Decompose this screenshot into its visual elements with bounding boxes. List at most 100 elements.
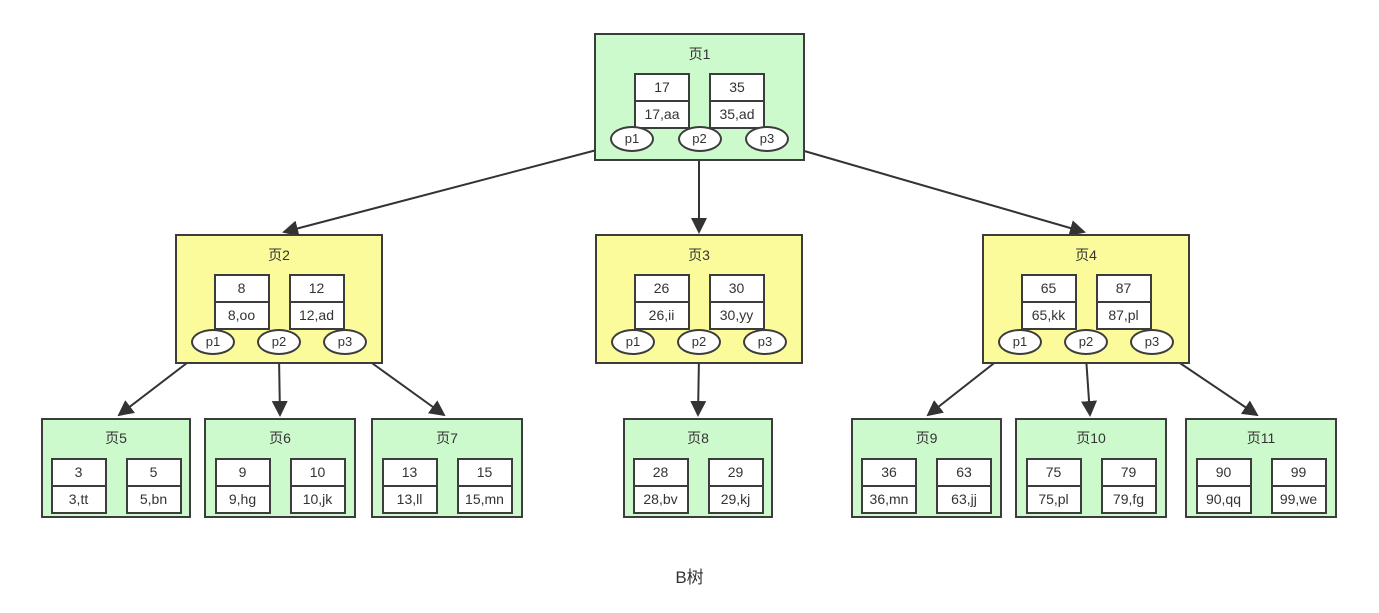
node-title: 页7 <box>436 430 458 446</box>
pointer-p3: p3 <box>1130 329 1174 355</box>
node-title: 页5 <box>105 430 127 446</box>
node-title: 页3 <box>688 247 710 263</box>
btree-node-page2: 页2 8 8,oo 12 12,ad p1 p2 p3 <box>175 234 383 364</box>
key-value: 5 <box>149 464 158 480</box>
key-record: 99,we <box>1272 485 1325 512</box>
key-record: 17,aa <box>636 100 688 127</box>
pointers-row: p1 p2 p3 <box>611 329 787 355</box>
key-value: 8 <box>237 280 246 296</box>
key-box: 90 90,qq <box>1195 458 1252 514</box>
key-record: 29,kj <box>709 485 762 512</box>
pointer-p1: p1 <box>610 126 654 152</box>
keys-row: 17 17,aa 35 35,ad <box>596 73 803 129</box>
key-record: 65,kk <box>1022 301 1075 328</box>
key-record: 28,bv <box>634 485 687 512</box>
key-box: 15 15,mn <box>456 458 513 514</box>
btree-node-page5: 页5 3 3,tt 5 5,bn <box>41 418 191 518</box>
key-box: 79 79,fg <box>1100 458 1157 514</box>
key-box: 29 29,kj <box>707 458 764 514</box>
key-record: 75,pl <box>1027 485 1080 512</box>
keys-row: 36 36,mn 63 63,jj <box>853 458 1000 514</box>
keys-row: 8 8,oo 12 12,ad <box>177 274 381 330</box>
key-record: 8,oo <box>215 301 268 328</box>
key-value: 79 <box>1120 464 1137 480</box>
node-title: 页11 <box>1246 430 1276 446</box>
key-value: 26 <box>653 280 670 296</box>
pointer-p2: p2 <box>677 126 722 152</box>
node-title: 页8 <box>687 430 709 446</box>
key-value: 29 <box>727 464 744 480</box>
key-record: 63,jj <box>938 485 990 512</box>
pointer-p1: p1 <box>998 329 1042 355</box>
key-record: 26,ii <box>635 301 688 328</box>
diagram-caption: B树 <box>675 568 704 587</box>
key-value: 63 <box>956 464 972 480</box>
key-value: 3 <box>74 464 83 480</box>
key-box: 3 3,tt <box>50 458 107 514</box>
key-box: 8 8,oo <box>213 274 270 330</box>
key-record: 30,yy <box>710 301 763 328</box>
btree-node-page11: 页11 90 90,qq 99 99,we <box>1185 418 1337 518</box>
key-value: 90 <box>1215 464 1232 480</box>
pointer-p3: p3 <box>745 126 789 152</box>
keys-row: 28 28,bv 29 29,kj <box>625 458 771 514</box>
key-record: 9,hg <box>216 485 269 512</box>
pointer-p2: p2 <box>257 329 301 355</box>
key-value: 12 <box>308 280 325 296</box>
key-record: 3,tt <box>52 485 105 512</box>
pointer-p1: p1 <box>191 329 235 355</box>
key-box: 75 75,pl <box>1025 458 1082 514</box>
keys-row: 13 13,ll 15 15,mn <box>373 458 521 514</box>
key-value: 10 <box>309 464 326 480</box>
key-box: 28 28,bv <box>632 458 689 514</box>
key-box: 12 12,ad <box>288 274 345 330</box>
key-record: 90,qq <box>1197 485 1250 512</box>
key-record: 5,bn <box>127 485 180 512</box>
key-box: 30 30,yy <box>708 274 765 330</box>
key-value: 99 <box>1290 464 1307 480</box>
key-record: 15,mn <box>458 485 511 512</box>
key-value: 9 <box>238 464 247 480</box>
key-box: 99 99,we <box>1270 458 1327 514</box>
pointer-p1: p1 <box>611 329 655 355</box>
key-box: 13 13,ll <box>381 458 438 514</box>
keys-row: 3 3,tt 5 5,bn <box>43 458 189 514</box>
key-box: 36 36,mn <box>861 458 917 514</box>
node-title: 页2 <box>268 247 290 263</box>
keys-row: 9 9,hg 10 10,jk <box>206 458 354 514</box>
node-title: 页1 <box>688 46 711 62</box>
key-record: 13,ll <box>383 485 436 512</box>
key-value: 36 <box>881 464 897 480</box>
key-record: 35,ad <box>711 100 763 127</box>
pointers-row: p1 p2 p3 <box>610 126 789 152</box>
edge-p3-to-page4 <box>786 145 1086 236</box>
key-value: 35 <box>729 79 745 95</box>
node-title: 页4 <box>1075 247 1097 263</box>
btree-node-page7: 页7 13 13,ll 15 15,mn <box>371 418 523 518</box>
btree-node-page9: 页9 36 36,mn 63 63,jj <box>851 418 1002 518</box>
pointers-row: p1 p2 p3 <box>998 329 1174 355</box>
key-box: 17 17,aa <box>634 73 690 129</box>
key-box: 63 63,jj <box>936 458 992 514</box>
key-value: 28 <box>652 464 669 480</box>
edge-p2-to-page8 <box>690 356 707 417</box>
btree-node-page10: 页10 75 75,pl 79 79,fg <box>1015 418 1167 518</box>
key-record: 79,fg <box>1102 485 1155 512</box>
key-box: 26 26,ii <box>633 274 690 330</box>
keys-row: 75 75,pl 79 79,fg <box>1017 458 1165 514</box>
key-box: 9 9,hg <box>214 458 271 514</box>
key-value: 30 <box>728 280 745 296</box>
key-value: 13 <box>401 464 418 480</box>
keys-row: 65 65,kk 87 87,pl <box>984 274 1188 330</box>
key-record: 36,mn <box>863 485 915 512</box>
key-value: 87 <box>1115 280 1132 296</box>
key-box: 87 87,pl <box>1095 274 1152 330</box>
key-value: 15 <box>476 464 493 480</box>
edge-p2-to-page10 <box>1081 356 1098 417</box>
key-record: 12,ad <box>290 301 343 328</box>
key-box: 65 65,kk <box>1020 274 1077 330</box>
btree-node-page1: 页1 17 17,aa 35 35,ad p1 p2 p3 <box>594 33 805 161</box>
node-title: 页10 <box>1076 430 1106 446</box>
pointer-p2: p2 <box>1064 329 1108 355</box>
